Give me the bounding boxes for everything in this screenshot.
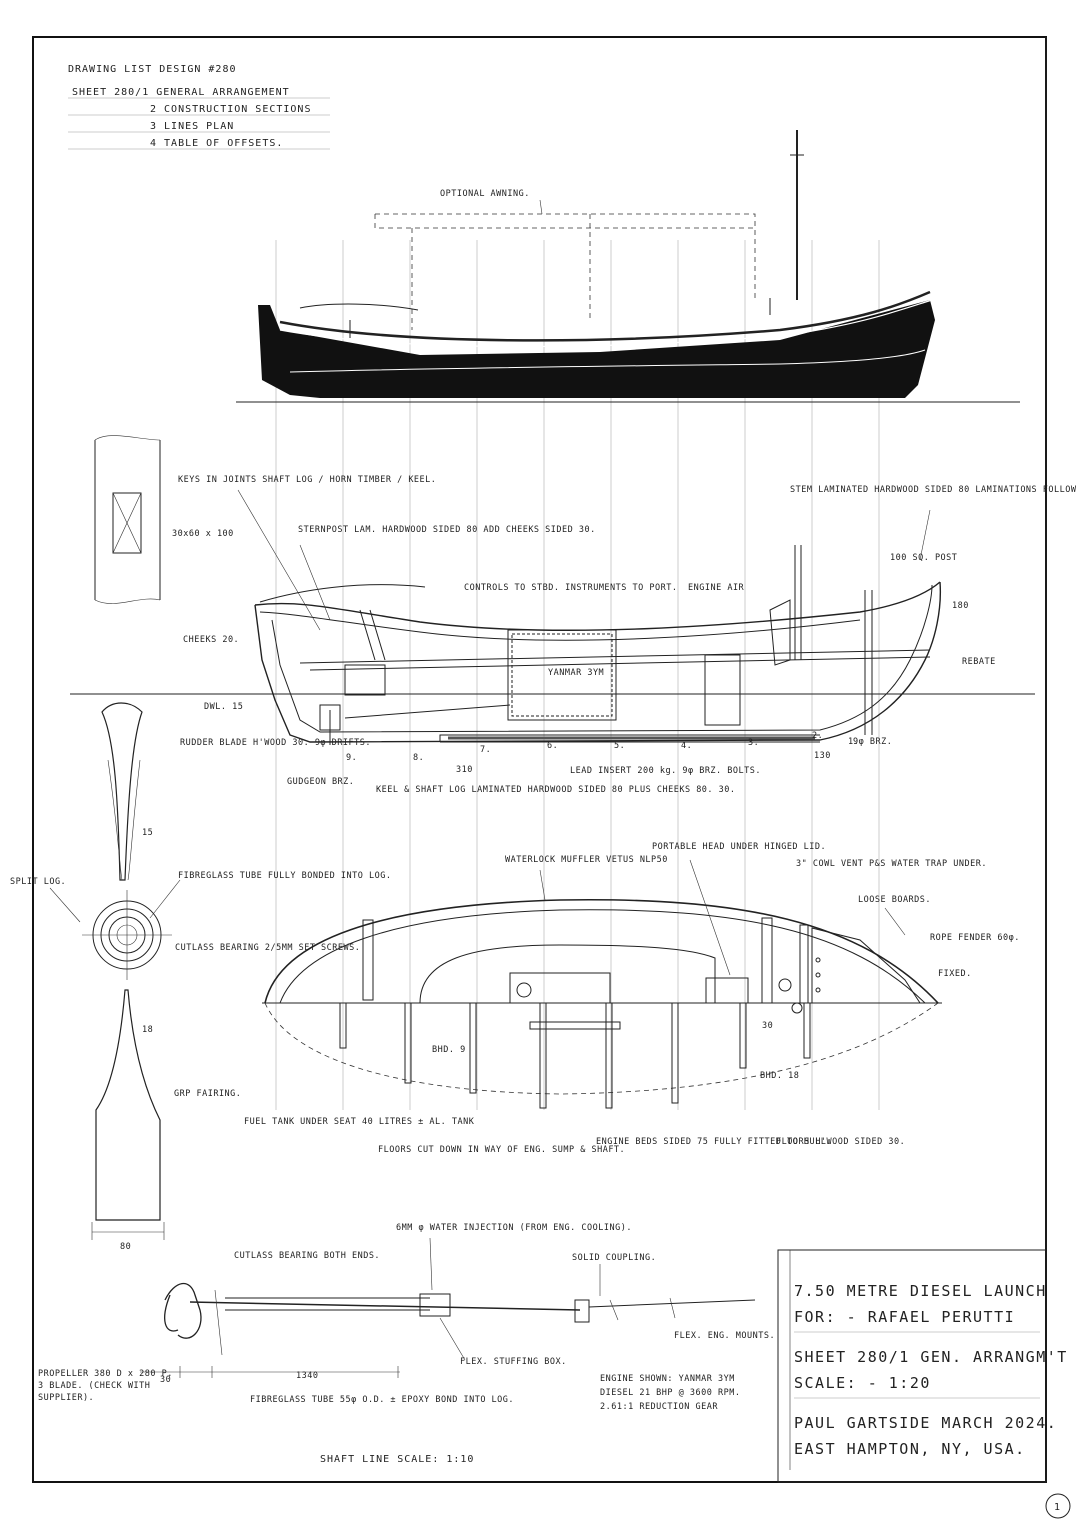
awning-label: OPTIONAL AWNING.	[440, 189, 530, 199]
keel-label: KEEL & SHAFT LOG LAMINATED HARDWOOD SIDE…	[376, 785, 736, 795]
drawing-list: DRAWING LIST DESIGN #280 SHEET 280/1 GEN…	[68, 64, 330, 150]
propeller-spec-label: PROPELLER 380 D x 280 P. 3 BLADE. (CHECK…	[38, 1369, 173, 1403]
sheet-number-circle	[1045, 1493, 1071, 1519]
station-1: 1.	[848, 737, 859, 747]
title-line-4: SCALE: - 1:20	[794, 1374, 931, 1392]
plan-floors	[339, 1002, 811, 1109]
drawing-list-item-1: SHEET 280/1 GENERAL ARRANGEMENT	[72, 87, 290, 98]
stem-label: STEM LAMINATED HARDWOOD SIDED 80 LAMINAT…	[790, 485, 1080, 495]
flex-mounts-label: FLEX. ENG. MOUNTS.	[674, 1331, 775, 1341]
stuffing-box-label: FLEX. STUFFING BOX.	[460, 1357, 567, 1367]
drawing-list-title: DRAWING LIST DESIGN #280	[68, 64, 237, 75]
engine-box-label: YANMAR 3YM	[548, 668, 604, 678]
station-9: 9.	[346, 753, 357, 763]
shaft-line: 6MM φ WATER INJECTION (FROM ENG. COOLING…	[38, 1223, 775, 1465]
floors-cut-label: FLOORS CUT DOWN IN WAY OF ENG. SUMP & SH…	[378, 1145, 625, 1155]
title-line-3: SHEET 280/1 GEN. ARRANGM'T	[794, 1348, 1068, 1366]
station-7: 7.	[480, 745, 491, 755]
drawing-list-item-2: 2 CONSTRUCTION SECTIONS	[150, 104, 311, 115]
prop-dim-18: 18	[142, 1025, 153, 1035]
split-log-label: SPLIT LOG.	[10, 877, 66, 887]
shaft-scale-label: SHAFT LINE SCALE: 1:10	[320, 1454, 474, 1465]
engine-shown-label: ENGINE SHOWN: YANMAR 3YM DIESEL 21 BHP @…	[600, 1374, 741, 1412]
rebate-label: REBATE	[962, 657, 996, 667]
plan-dim-30: 30	[762, 1021, 773, 1031]
cutlass-label: CUTLASS BEARING 2/5MM SET SCREWS.	[175, 943, 360, 953]
head-label: PORTABLE HEAD UNDER HINGED LID.	[652, 842, 826, 852]
fuel-label: FUEL TANK UNDER SEAT 40 LITRES ± AL. TAN…	[244, 1117, 475, 1127]
station-2: 2.	[812, 731, 823, 741]
waterlock-label: WATERLOCK MUFFLER VETUS NLP50	[505, 855, 668, 865]
controls-label: CONTROLS TO STBD. INSTRUMENTS TO PORT.	[464, 583, 677, 593]
propeller-detail: 80 15 18 SPLIT LOG. FIBREGLASS TUBE FULL…	[10, 702, 391, 1252]
dim-310: 310	[456, 765, 473, 775]
title-line-5: PAUL GARTSIDE MARCH 2024.	[794, 1414, 1057, 1432]
station-5: 5.	[614, 741, 625, 751]
title-line-2: FOR: - RAFAEL PERUTTI	[794, 1308, 1015, 1326]
stem-dim: 180	[952, 601, 969, 611]
plan-view: WATERLOCK MUFFLER VETUS NLP50 PORTABLE H…	[244, 842, 1020, 1155]
gudgeon-label: GUDGEON BRZ.	[287, 777, 354, 787]
profile-view: OPTIONAL AWNING.	[236, 130, 1020, 403]
drawing-list-item-3: 3 LINES PLAN	[150, 121, 234, 132]
cutlass-both-label: CUTLASS BEARING BOTH ENDS.	[234, 1251, 380, 1261]
prop-dim-80: 80	[120, 1242, 131, 1252]
engine-beds-label: ENGINE BEDS SIDED 75 FULLY FITTED TO HUL…	[596, 1137, 832, 1147]
rudder-label: RUDDER BLADE H'WOOD 30. 9φ DRIFTS.	[180, 738, 371, 748]
shaft-dim-30: 30	[160, 1375, 171, 1385]
cheeks-label: CHEEKS 20.	[183, 635, 239, 645]
keel-key-detail	[94, 435, 161, 604]
shaft-dim-1340: 1340	[296, 1371, 318, 1381]
coupling-label: SOLID COUPLING.	[572, 1253, 656, 1263]
hull-profile	[258, 300, 935, 398]
keys-label: KEYS IN JOINTS SHAFT LOG / HORN TIMBER /…	[178, 475, 436, 485]
title-line-1: 7.50 METRE DIESEL LAUNCH	[794, 1282, 1047, 1300]
sheet-border	[32, 36, 1047, 1483]
sheet-number: 1	[1054, 1502, 1061, 1513]
tube-label: FIBREGLASS TUBE 55φ O.D. ± EPOXY BOND IN…	[250, 1395, 514, 1405]
bhd-aft-label: BHD. 9	[432, 1045, 466, 1055]
post-label: 100 SQ. POST	[890, 553, 957, 563]
prop-dim-15: 15	[142, 828, 153, 838]
keys-dim: 30x60 x 100	[172, 529, 234, 539]
fibreglass-tube-label: FIBREGLASS TUBE FULLY BONDED INTO LOG.	[178, 871, 391, 881]
lead-label: LEAD INSERT 200 kg. 9φ BRZ. BOLTS.	[570, 766, 761, 776]
loose-boards-label: LOOSE BOARDS.	[858, 895, 931, 905]
vent-label: 3" COWL VENT P&S WATER TRAP UNDER.	[796, 859, 987, 869]
station-4: 4.	[681, 741, 692, 751]
drawing-list-item-4: 4 TABLE OF OFFSETS.	[150, 138, 283, 149]
fairing-label: GRP FAIRING.	[174, 1089, 241, 1099]
water-injection-label: 6MM φ WATER INJECTION (FROM ENG. COOLING…	[396, 1223, 632, 1233]
drift-label: 9φ BRZ.	[853, 737, 892, 747]
floors-label: FLOORS H'WOOD SIDED 30.	[776, 1137, 905, 1147]
station-6: 6.	[547, 741, 558, 751]
title-block: 7.50 METRE DIESEL LAUNCH FOR: - RAFAEL P…	[777, 1249, 1068, 1483]
dwl-label: DWL. 15	[204, 702, 243, 712]
dim-130: 130	[814, 751, 831, 761]
station-3: 3.	[748, 738, 759, 748]
inboard-profile: KEYS IN JOINTS SHAFT LOG / HORN TIMBER /…	[70, 435, 1080, 795]
engine-air-label: ENGINE AIR	[688, 583, 745, 593]
station-8: 8.	[413, 753, 424, 763]
title-line-6: EAST HAMPTON, NY, USA.	[794, 1440, 1026, 1458]
fender-label: ROPE FENDER 60φ.	[930, 933, 1020, 943]
fixed-label: FIXED.	[938, 969, 972, 979]
station-numbers: 9. 8. 7. 6. 5. 4. 3. 2. 1.	[346, 731, 859, 763]
sternpost-label: STERNPOST LAM. HARDWOOD SIDED 80 ADD CHE…	[298, 525, 596, 535]
bhd-label: BHD. 18	[760, 1071, 799, 1081]
